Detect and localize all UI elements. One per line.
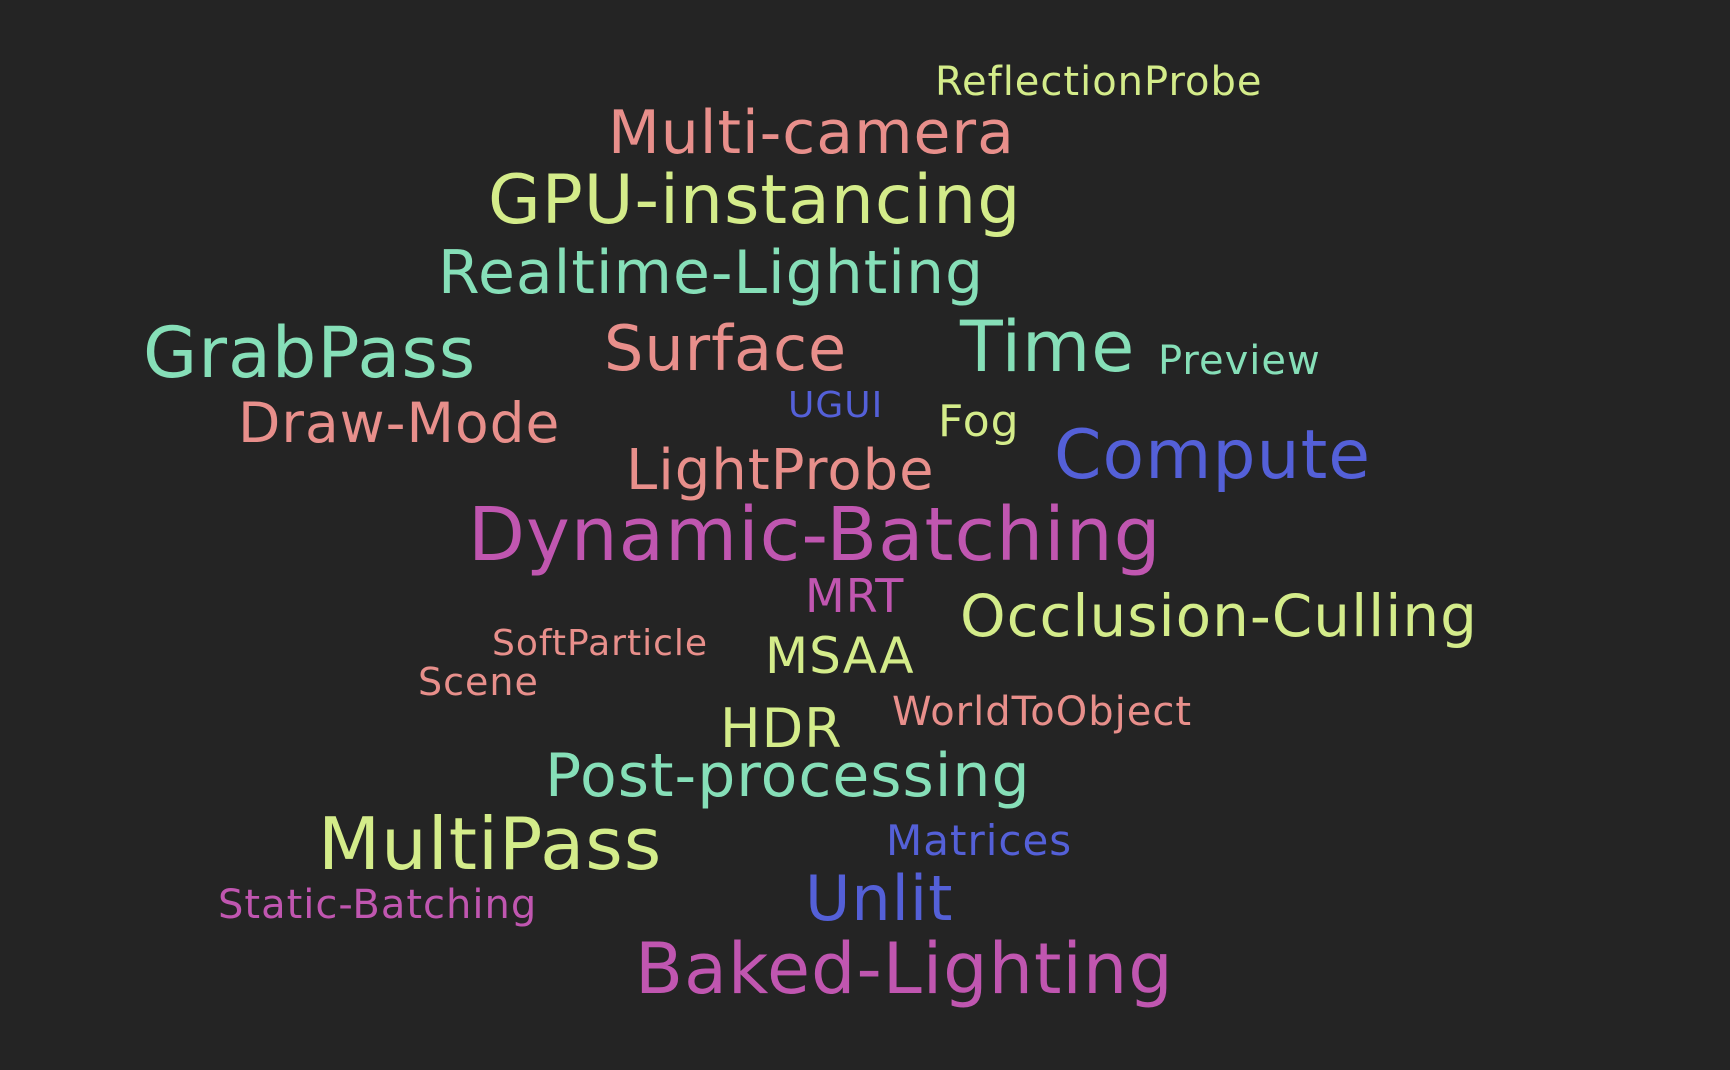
word-msaa: MSAA [765, 627, 915, 685]
word-mrt: MRT [805, 569, 905, 623]
word-multipass: MultiPass [318, 802, 663, 886]
word-baked-lighting: Baked-Lighting [635, 928, 1174, 1010]
word-multi-camera: Multi-camera [608, 98, 1015, 168]
word-ugui: UGUI [788, 385, 884, 426]
word-surface: Surface [604, 312, 848, 385]
word-hdr: HDR [720, 697, 843, 760]
word-unlit: Unlit [805, 862, 954, 935]
word-matrices: Matrices [886, 816, 1073, 865]
word-draw-mode: Draw-Mode [238, 391, 561, 455]
word-static-batching: Static-Batching [218, 882, 538, 928]
word-scene: Scene [418, 660, 539, 704]
word-worldtoobject: WorldToObject [892, 689, 1193, 735]
word-fog: Fog [938, 396, 1020, 447]
word-grabpass: GrabPass [143, 312, 477, 394]
word-occlusion-culling: Occlusion-Culling [960, 582, 1478, 650]
word-compute: Compute [1054, 416, 1372, 495]
word-preview: Preview [1158, 338, 1321, 384]
word-lightprobe: LightProbe [626, 438, 935, 503]
word-post-processing: Post-processing [545, 741, 1031, 811]
word-time: Time [960, 306, 1136, 388]
word-dynamic-batching: Dynamic-Batching [468, 492, 1162, 578]
word-gpu-instancing: GPU-instancing [488, 161, 1022, 240]
word-realtime-lighting: Realtime-Lighting [438, 238, 985, 308]
word-reflectionprobe: ReflectionProbe [935, 59, 1263, 105]
word-softparticle: SoftParticle [492, 623, 709, 664]
